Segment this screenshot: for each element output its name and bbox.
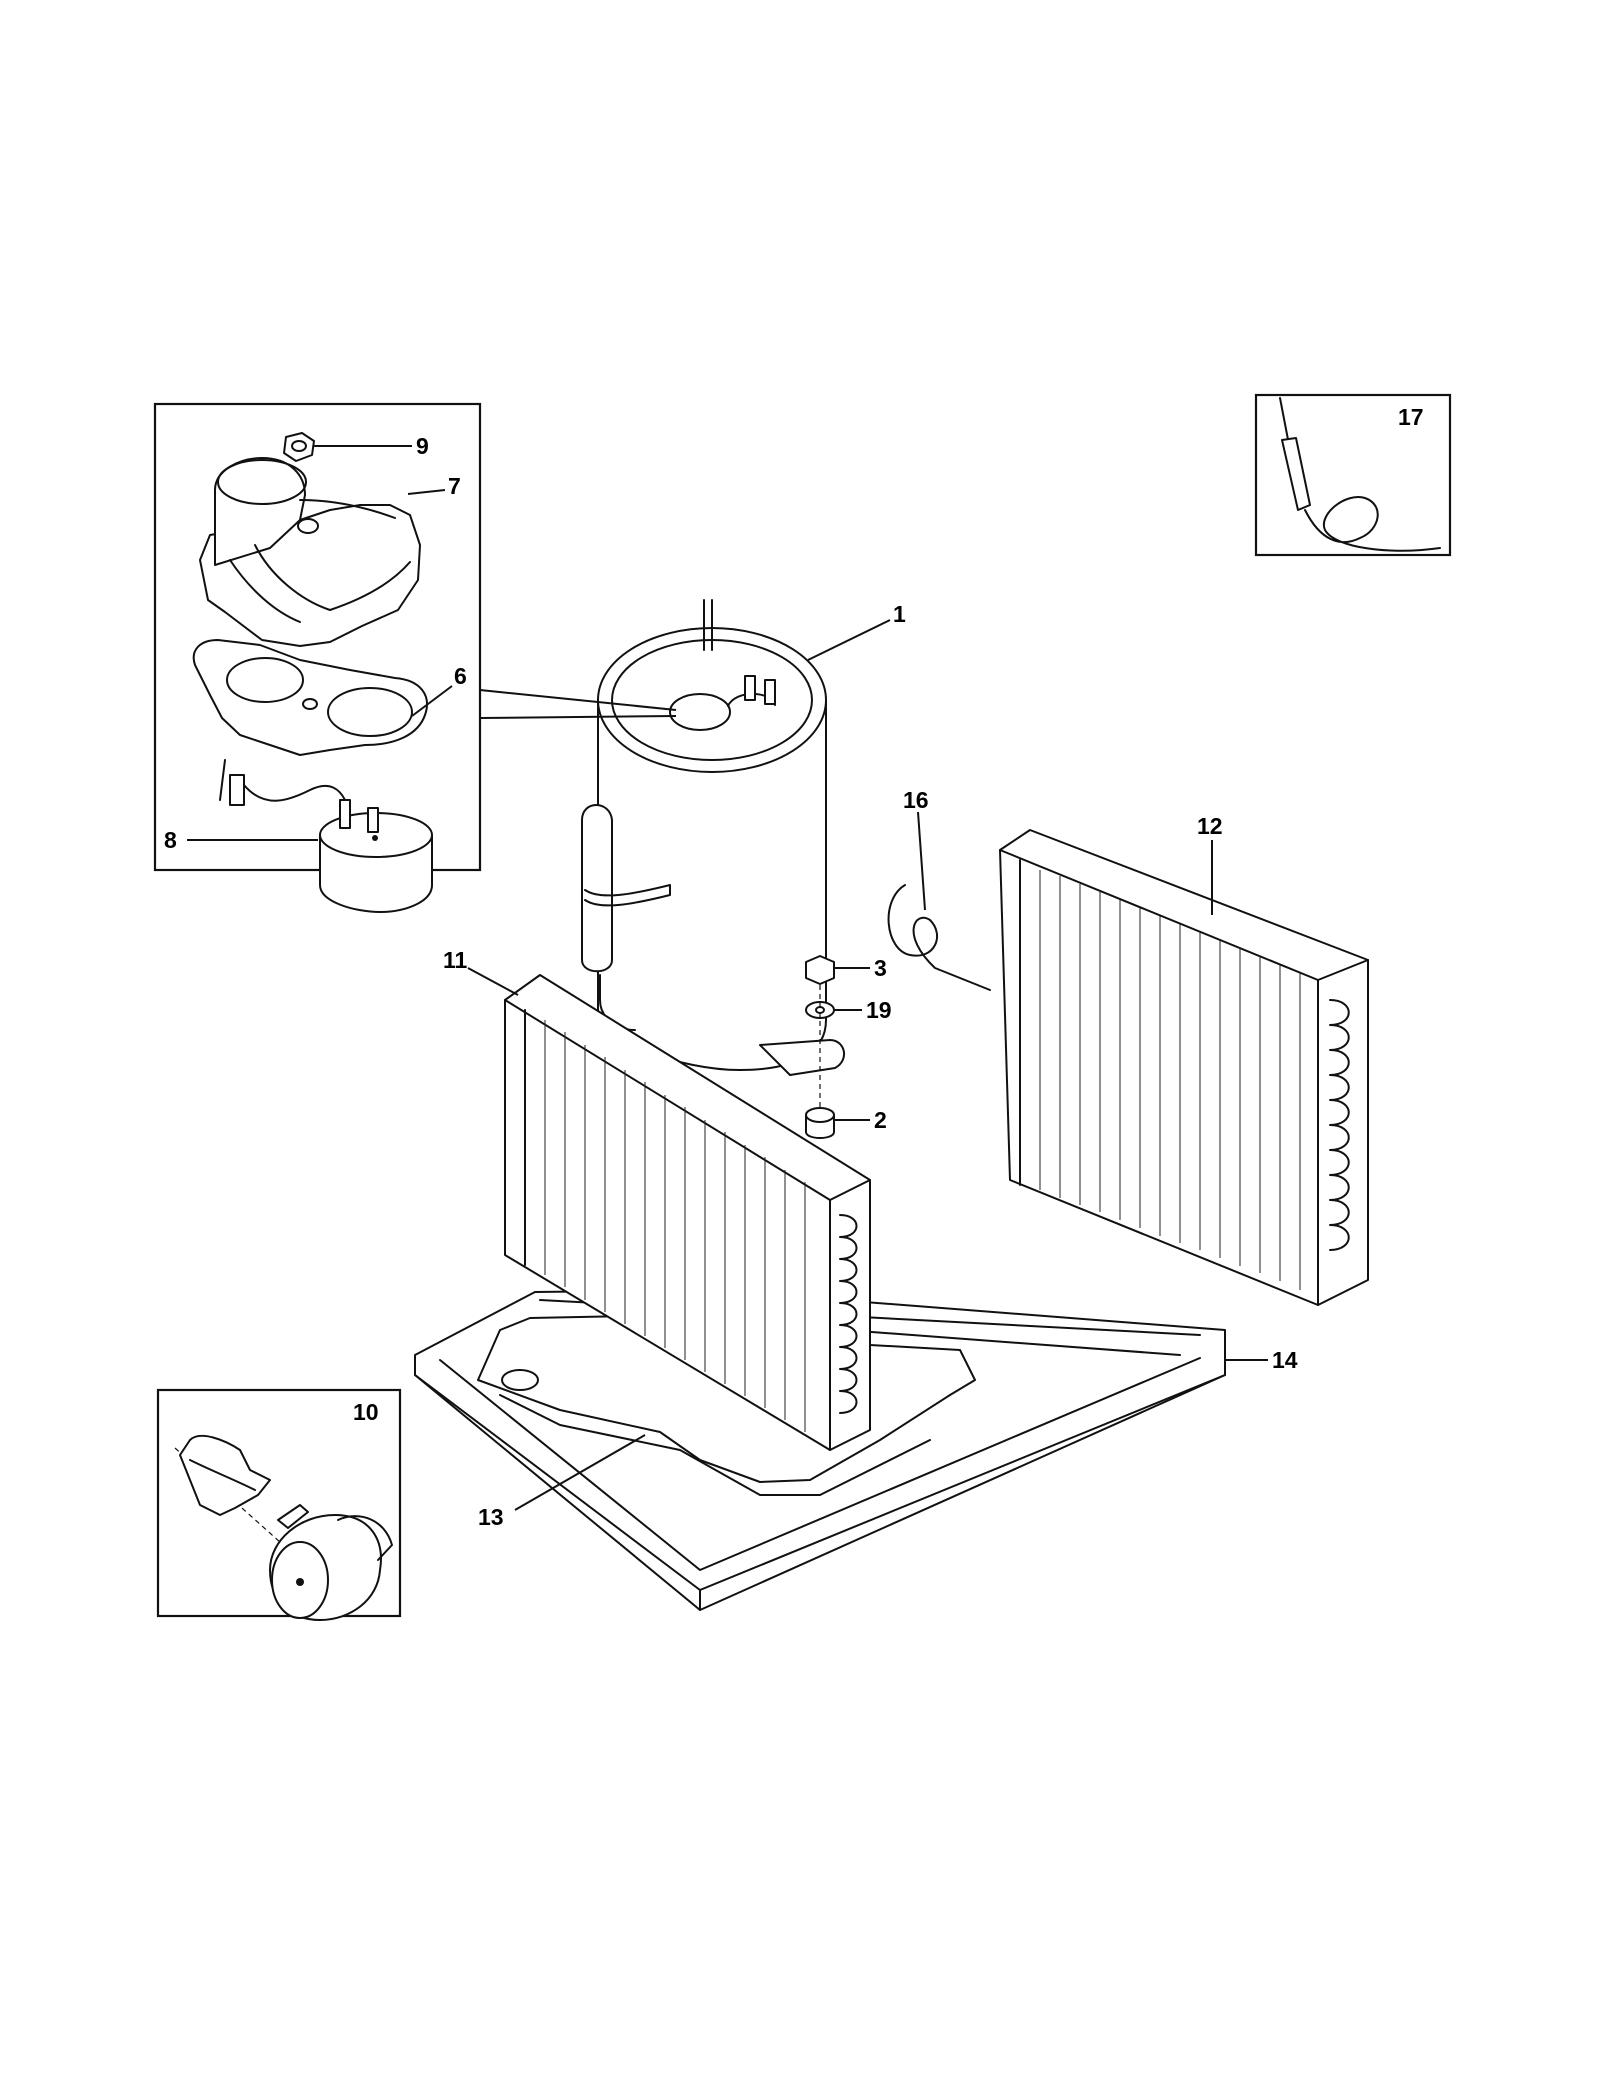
overload-protector-part [219, 759, 433, 913]
callout-8: 8 [164, 827, 177, 853]
callout-9: 9 [416, 433, 429, 459]
callout-2: 2 [874, 1107, 887, 1133]
condenser-coil [467, 967, 871, 1451]
callout-10: 10 [353, 1399, 379, 1425]
gasket-part [192, 639, 428, 756]
base-pan [414, 1289, 1268, 1611]
callout-3: 3 [874, 955, 887, 981]
callout-1: 1 [893, 601, 906, 627]
inset-cover-parts [153, 402, 482, 913]
terminal-cover-part [199, 457, 421, 647]
inset-capacitor [156, 1388, 402, 1621]
callout-6: 6 [454, 663, 467, 689]
callout-17: 17 [1398, 404, 1424, 430]
callout-13: 13 [478, 1504, 504, 1530]
evaporator-coil [999, 829, 1369, 1306]
nut-part [283, 432, 315, 462]
compressor [581, 599, 845, 1076]
inset-capillary-tube [1254, 393, 1452, 557]
callout-12: 12 [1197, 813, 1223, 839]
callout-16: 16 [903, 787, 929, 813]
callout-14: 14 [1272, 1347, 1298, 1373]
callout-19: 19 [866, 997, 892, 1023]
callout-11: 11 [443, 947, 468, 973]
capillary-tube-16 [887, 811, 991, 991]
callout-7: 7 [448, 473, 461, 499]
mount-hardware [805, 955, 870, 1139]
